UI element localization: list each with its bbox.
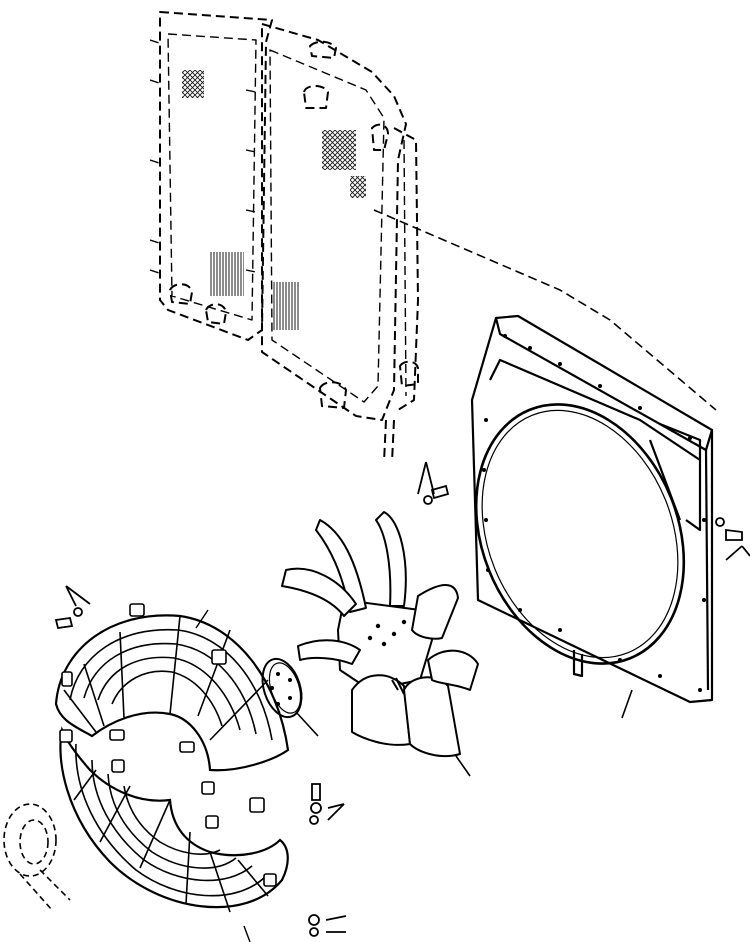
lower-fan-guard xyxy=(59,726,289,942)
guard-bolt-center xyxy=(309,783,345,825)
fan-spacer-hub xyxy=(261,657,319,737)
radiator-assembly xyxy=(149,11,717,463)
engine-pulley xyxy=(3,803,71,911)
radiator-core-mesh xyxy=(182,70,366,330)
fan-shroud xyxy=(470,314,714,719)
shroud-bolt-side xyxy=(715,517,750,561)
shroud-bolt-upper xyxy=(417,461,450,505)
guard-bolt-left xyxy=(54,585,91,630)
fan-blade-assembly xyxy=(281,511,479,777)
guard-nut-bottom xyxy=(308,914,347,937)
upper-fan-guard xyxy=(54,603,290,813)
